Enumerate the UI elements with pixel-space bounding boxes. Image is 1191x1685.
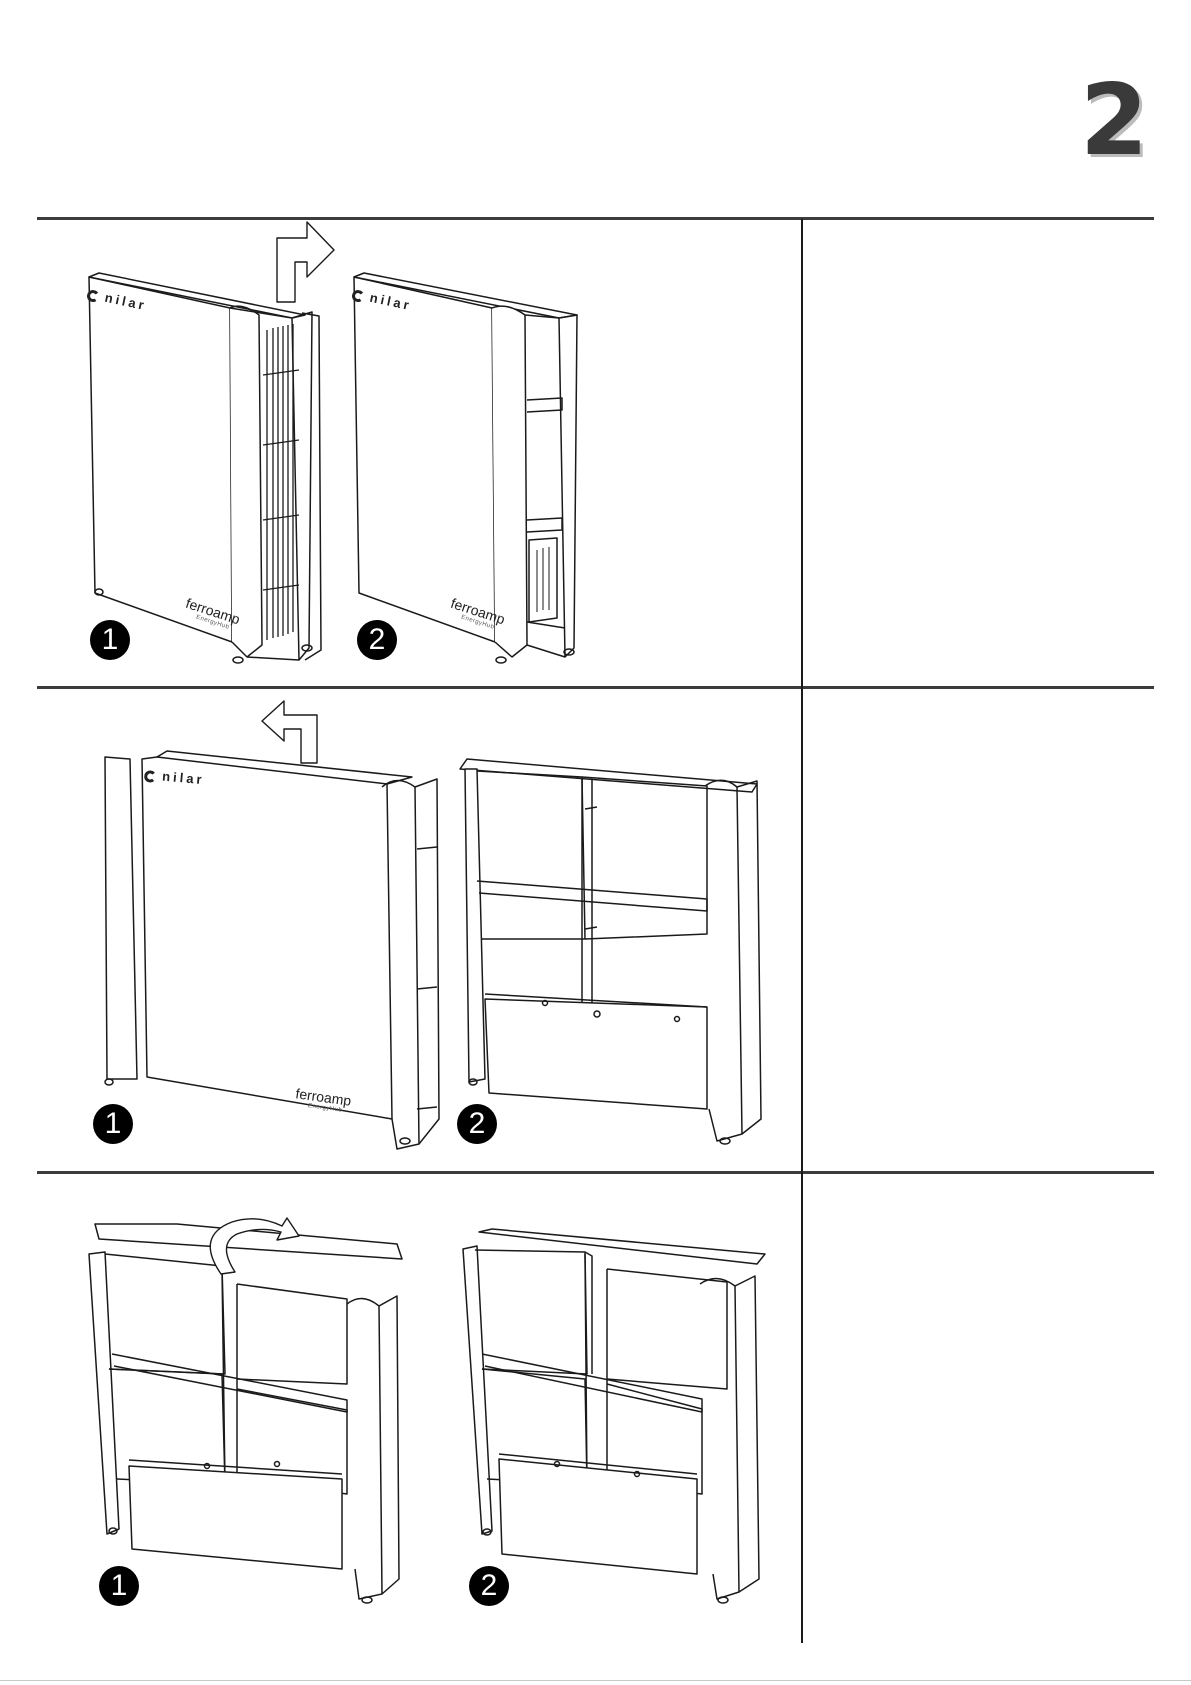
bottom-rule [0, 1680, 1191, 1681]
step-number-badge: 2 [357, 620, 397, 660]
step-2-illustration [37, 689, 800, 1171]
column-divider [801, 219, 803, 1643]
step-number-badge: 2 [469, 1566, 509, 1606]
step-3-illustration [37, 1174, 800, 1644]
cabinet-module-tilted [463, 1229, 765, 1603]
step-3-note [805, 1174, 1154, 1644]
step-number-badge: 2 [457, 1104, 497, 1144]
brand-mark-icon [86, 289, 100, 303]
arrow-up-right-icon [277, 222, 334, 302]
page-number: 2 [1080, 72, 1180, 170]
cabinet-inner-frame [460, 759, 761, 1144]
step-number-badge: 1 [93, 1104, 133, 1144]
step-number-badge: 1 [99, 1566, 139, 1606]
step-2-note [805, 689, 1154, 1171]
brand-mark-icon [144, 770, 157, 783]
step-number-badge: 1 [90, 620, 130, 660]
cabinet-front-panel [105, 751, 439, 1149]
step-1-panel: nilar ferroamp EnergyHub nilar ferroamp … [37, 220, 800, 686]
step-1-note [805, 220, 1154, 686]
step-3-panel: 1 2 [37, 1174, 800, 1644]
brand-mark-icon [351, 289, 365, 303]
step-2-panel: nilar ferroamp EnergyHub 1 2 [37, 689, 800, 1171]
arrow-up-left-icon [262, 701, 317, 763]
cabinet-module-removal [89, 1224, 402, 1603]
step-1-illustration [37, 220, 800, 686]
